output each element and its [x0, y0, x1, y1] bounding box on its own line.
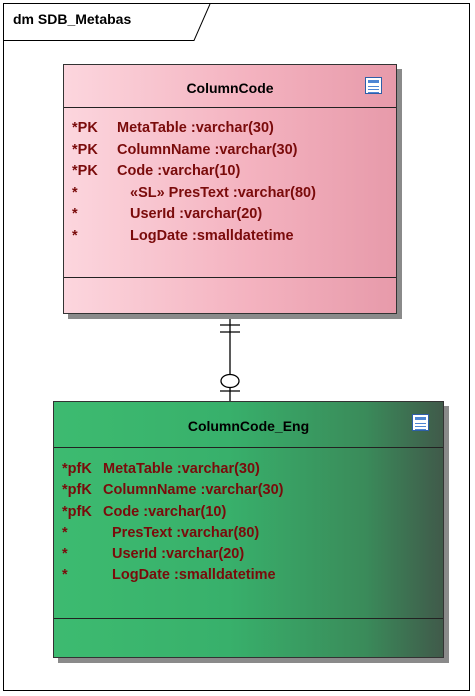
entity-title: ColumnCode — [186, 80, 274, 96]
attribute-type: :varchar(80) — [176, 524, 260, 541]
attribute-name: PresText — [112, 524, 173, 541]
operations-divider — [64, 277, 396, 278]
attribute-row[interactable]: * LogDate :smalldatetime — [62, 565, 435, 586]
zero-circle — [220, 373, 240, 389]
attribute-key: *PK — [72, 120, 98, 136]
attribute-row[interactable]: * UserId :varchar(20) — [72, 204, 388, 226]
attribute-type: :varchar(20) — [179, 206, 263, 222]
attribute-key: *pfK — [62, 503, 92, 520]
attribute-type: :varchar(30) — [214, 141, 298, 158]
attribute-name: Code — [117, 163, 154, 179]
attribute-key: *pfK — [62, 461, 92, 477]
attribute-type: :varchar(30) — [190, 120, 274, 136]
attribute-key: * — [72, 184, 78, 201]
header-divider — [64, 107, 396, 108]
attribute-row[interactable]: *PK Code :varchar(10) — [72, 161, 388, 183]
operations-divider — [54, 618, 443, 619]
attribute-type: :varchar(80) — [232, 184, 316, 201]
attribute-name: «SL» PresText — [130, 184, 229, 201]
attribute-list: *pfK MetaTable :varchar(30) *pfK ColumnN… — [62, 459, 435, 587]
attribute-name: ColumnName — [103, 482, 197, 499]
attribute-key: * — [62, 546, 68, 563]
attribute-row[interactable]: *pfK MetaTable :varchar(30) — [62, 459, 435, 480]
attribute-type: :varchar(10) — [157, 163, 241, 179]
table-icon — [365, 77, 382, 94]
attribute-row[interactable]: *PK MetaTable :varchar(30) — [72, 118, 388, 140]
entity-columncode-eng[interactable]: ColumnCode_Eng *pfK MetaTable :varchar(3… — [53, 401, 444, 658]
attribute-name: LogDate — [112, 567, 170, 584]
attribute-type: :varchar(30) — [176, 461, 260, 477]
attribute-type: :smalldatetime — [192, 227, 294, 244]
entity-title: ColumnCode_Eng — [187, 418, 310, 434]
attribute-key: * — [62, 524, 68, 541]
attribute-list: *PK MetaTable :varchar(30) *PK ColumnNam… — [72, 118, 388, 247]
attribute-row[interactable]: *PK ColumnName :varchar(30) — [72, 140, 388, 162]
attribute-type: :smalldatetime — [174, 567, 276, 584]
attribute-row[interactable]: *pfK ColumnName :varchar(30) — [62, 480, 435, 501]
frame-tab-outline — [4, 4, 211, 41]
header-divider — [54, 447, 443, 448]
attribute-key: *PK — [72, 163, 98, 179]
attribute-row[interactable]: * LogDate :smalldatetime — [72, 226, 388, 248]
attribute-name: MetaTable — [103, 461, 173, 477]
attribute-name: MetaTable — [117, 120, 187, 136]
attribute-key: *PK — [72, 141, 98, 158]
diagram-frame-tab: dm SDB_Metabas — [4, 4, 214, 42]
attribute-type: :varchar(20) — [161, 546, 245, 563]
entity-columncode[interactable]: ColumnCode *PK MetaTable :varchar(30) *P… — [63, 64, 397, 314]
attribute-name: ColumnName — [117, 141, 211, 158]
attribute-row[interactable]: * PresText :varchar(80) — [62, 523, 435, 544]
attribute-row[interactable]: *pfK Code :varchar(10) — [62, 502, 435, 523]
attribute-name: UserId — [112, 546, 158, 563]
diagram-title: dm SDB_Metabas — [13, 11, 132, 27]
attribute-key: * — [72, 227, 78, 244]
attribute-key: *pfK — [62, 482, 92, 499]
attribute-name: UserId — [130, 206, 176, 222]
attribute-type: :varchar(30) — [200, 482, 284, 499]
attribute-name: Code — [103, 503, 140, 520]
table-icon — [412, 414, 429, 431]
attribute-name: LogDate — [130, 227, 188, 244]
attribute-key: * — [62, 567, 68, 584]
attribute-key: * — [72, 206, 78, 222]
attribute-row[interactable]: * UserId :varchar(20) — [62, 544, 435, 565]
attribute-row[interactable]: * «SL» PresText :varchar(80) — [72, 183, 388, 205]
attribute-type: :varchar(10) — [143, 503, 227, 520]
